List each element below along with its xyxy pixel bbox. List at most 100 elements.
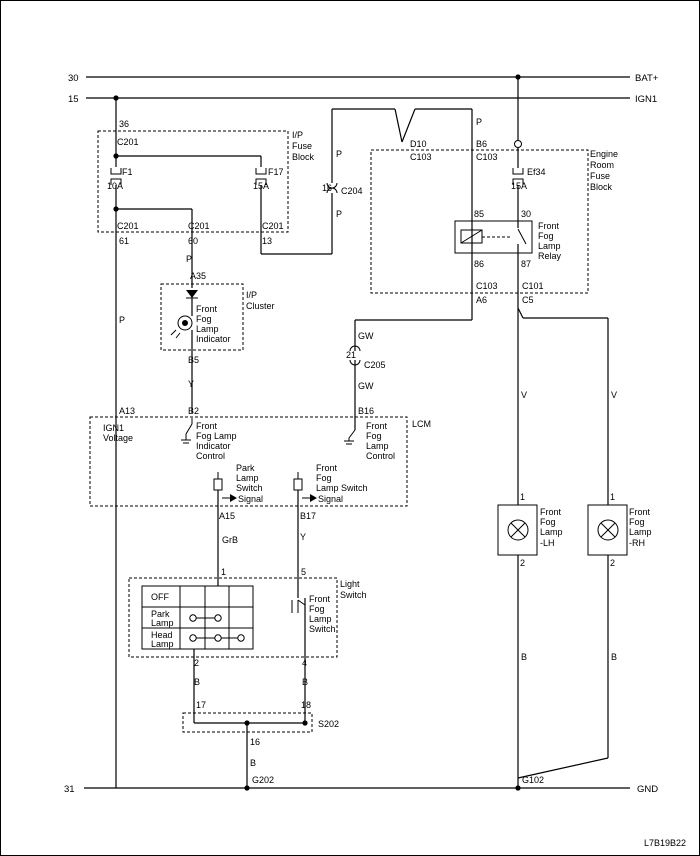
c103-label-a6: C103 (476, 281, 498, 291)
lamp-control-label-3: Lamp (366, 441, 389, 451)
head-lamp-label-2: Lamp (151, 639, 174, 649)
fog-lh-label-3: Lamp (540, 527, 563, 537)
indicator-label-3: Lamp (196, 324, 219, 334)
lamp-control-switch-icon (344, 429, 356, 445)
park-signal-input-icon (213, 472, 237, 581)
light-switch: GrB Y 1 5 Light Switch OFF Park Lamp Hea… (128, 532, 367, 723)
indicator-control-label-1: Front (196, 421, 218, 431)
ign-voltage-label-1: IGN1 (103, 423, 124, 433)
c205-wire-color-top: GW (358, 331, 374, 341)
ip-cluster: P A35 Front Fog Lamp Indicator I/P Clust… (160, 254, 275, 413)
indicator-control-label-3: Indicator (196, 441, 231, 451)
fog-signal-label-3: Lamp Switch (316, 483, 368, 493)
c201-label-f1: C201 (117, 221, 139, 231)
engine-fuse-block-title-2: Room (590, 160, 614, 170)
c201-label-f17: C201 (262, 221, 284, 231)
fuse-ef34-amp: 15A (511, 181, 527, 191)
engine-fuse-block-title-3: Fuse (590, 171, 610, 181)
d10-label: D10 (410, 139, 427, 149)
fog-lh-pin-2: 2 (520, 558, 525, 568)
fog-signal-label-4: Signal (318, 494, 343, 504)
c201-pin-36: 36 (119, 119, 129, 129)
a13-label: A13 (119, 406, 135, 416)
indicator-control-label-2: Fog Lamp (196, 431, 237, 441)
c201-pin-60: 60 (188, 236, 198, 246)
g102-label: G102 (522, 775, 544, 785)
engine-wire-color-p: P (476, 117, 482, 127)
relay-pin-30: 30 (521, 209, 531, 219)
park-signal-label-2: Lamp (236, 473, 259, 483)
head-lamp-contact-icon (189, 634, 245, 642)
c5-label: C5 (522, 295, 534, 305)
fog-signal-label-2: Fog (316, 473, 332, 483)
indicator-control-switch-icon (181, 418, 193, 444)
ip-fuse-block: 36 C201 F1 10A F17 15A C201 61 C201 60 C… (97, 95, 332, 788)
indicator-control-label-4: Control (196, 451, 225, 461)
g202-label: G202 (252, 775, 274, 785)
bat-rail: 30 BAT+ (68, 73, 659, 84)
fog-rh-label-4: -RH (629, 538, 645, 548)
fuse-f1-name: F1 (122, 167, 133, 177)
park-signal-label-1: Park (236, 463, 255, 473)
fuse-ef34-name: Ef34 (527, 167, 546, 177)
fog-lamp-lh: 1 2 Front Fog Lamp -LH B (497, 492, 563, 788)
c201-pin-61: 61 (119, 236, 129, 246)
fog-lamp-feed-wires: V V (517, 253, 617, 505)
head-lamp-label-1: Head (151, 630, 173, 640)
b16-label: B16 (358, 406, 374, 416)
gnd-rail-number: 31 (64, 784, 75, 795)
s202-splice: 17 18 S202 16 B G202 (182, 700, 339, 791)
light-switch-pin-1: 1 (221, 567, 226, 577)
light-switch-title-2: Switch (340, 590, 367, 600)
c201-pin-13: 13 (262, 236, 272, 246)
indicator-label-2: Fog (196, 314, 212, 324)
s202-pin-17: 17 (196, 700, 206, 710)
park-lamp-label-1: Park (151, 609, 170, 619)
c201-label-f1-branch: C201 (188, 221, 210, 231)
light-switch-title-1: Light (340, 579, 360, 589)
c204-pin-16: 16 (322, 183, 332, 193)
c204-wire-color-top: P (336, 149, 342, 159)
light-switch-wire-color-y: Y (300, 532, 306, 542)
lcm-title: LCM (412, 419, 431, 429)
indicator-lamp-icon (170, 315, 193, 339)
a35-label: A35 (190, 271, 206, 281)
a6-label: A6 (476, 295, 487, 305)
c201-label-top: C201 (117, 137, 139, 147)
fuse-f1-icon (110, 168, 122, 185)
engine-fuse-block-title-4: Block (590, 182, 613, 192)
fog-rh-pin-2: 2 (610, 558, 615, 568)
b17-label: B17 (300, 511, 316, 521)
bat-feed-terminal-icon (514, 140, 522, 148)
relay-label-4: Relay (538, 251, 562, 261)
relay-pin-87: 87 (521, 259, 531, 269)
b5-label: B5 (188, 355, 199, 365)
relay-label-3: Lamp (538, 241, 561, 251)
lcm-feed-wire-color-p: P (119, 315, 125, 325)
engine-room-fuse-block: D10 C103 P B6 C103 Ef34 15A 85 30 86 87 … (370, 74, 618, 320)
fuse-ef34-icon (512, 168, 524, 185)
fog-switch-label-1: Front (309, 594, 331, 604)
s202-wire-color-b: B (250, 758, 256, 768)
park-signal-label-3: Switch (236, 483, 263, 493)
ip-cluster-wire-color-p: P (186, 254, 192, 264)
park-lamp-label-2: Lamp (151, 618, 174, 628)
s202-label: S202 (318, 719, 339, 729)
relay-pin-86: 86 (474, 259, 484, 269)
lamp-control-label-1: Front (366, 421, 388, 431)
fog-lh-wire-color-v: V (521, 390, 527, 400)
gnd-rail: 31 GND (64, 784, 658, 795)
park-signal-label-4: Signal (238, 494, 263, 504)
fog-lh-label-1: Front (540, 507, 562, 517)
fog-lh-label-2: Fog (540, 517, 556, 527)
light-switch-wire-color-grb: GrB (222, 535, 238, 545)
ip-cluster-title-2: Cluster (246, 301, 275, 311)
a15-label: A15 (219, 511, 235, 521)
front-fog-lamp-relay (454, 220, 533, 254)
ign-voltage-label-2: Voltage (103, 433, 133, 443)
c204-connector-icon (326, 182, 338, 194)
engine-fuse-block-title-1: Engine (590, 149, 618, 159)
fuse-f1-amp: 10A (107, 181, 123, 191)
gnd-rail-label: GND (637, 784, 658, 795)
b2-label: B2 (188, 406, 199, 416)
